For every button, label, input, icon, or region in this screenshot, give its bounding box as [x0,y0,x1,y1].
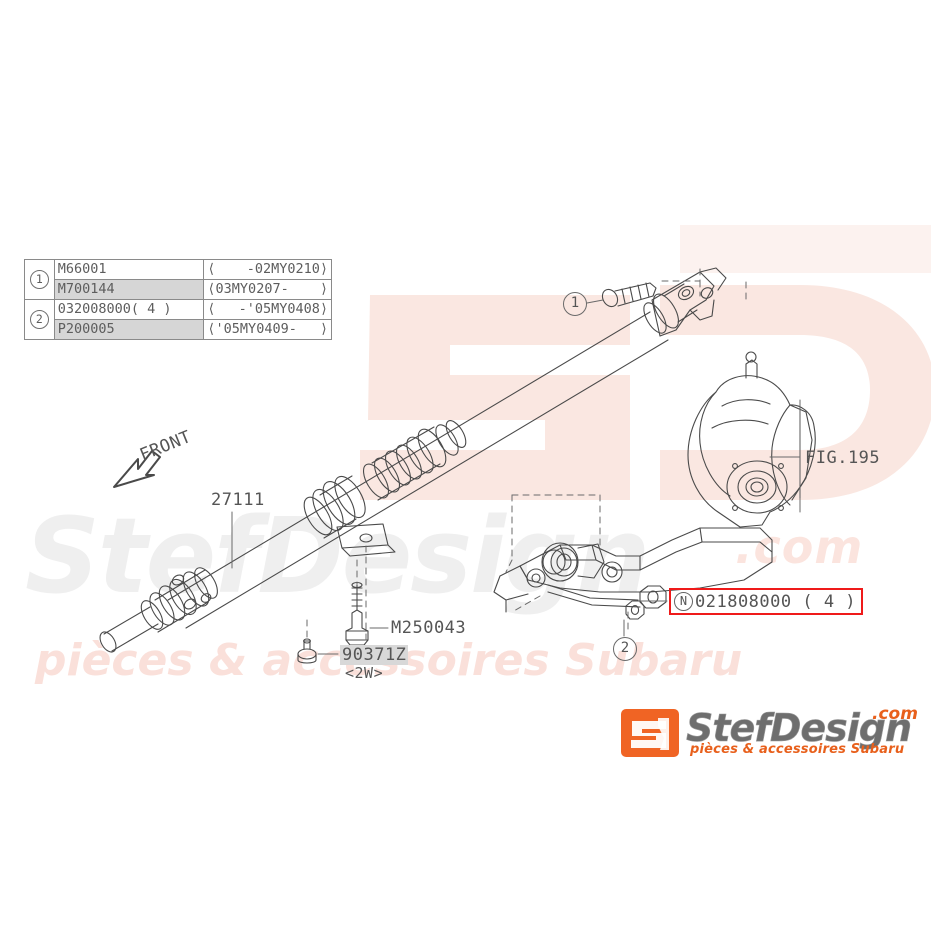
range-text: ⟩ [319,321,328,337]
label-bolt-m250043: M250043 [391,618,467,638]
label-part-90371z: 90371Z [340,645,409,665]
part-number-cell: 032008000( 4 ) [53,299,205,320]
logo-dotcom: .com [872,704,918,724]
part-number-cell: M66001 [53,259,205,280]
range-open: ⟨'05MY0409- [207,321,297,337]
rear-differential-housing [687,351,816,528]
table-row: 2 032008000( 4 ) ⟨ -'05MY0408⟩ [24,299,332,340]
range-open: ⟨03MY0207- [207,281,289,297]
assembly-dashed-lines [306,267,747,641]
n-circle-icon: N [674,592,693,611]
propeller-shaft-tube [99,311,669,653]
highlighted-part-callout: N 021808000 ( 4 ) [669,588,864,615]
part-range-cell: ⟨03MY0207- ⟩ [203,279,332,300]
label-propeller-shaft: 27111 [211,490,265,510]
index-circle-2: 2 [29,310,49,329]
leader-lines [231,299,801,655]
highlighted-part-number: 021808000 ( 4 ) [695,591,857,612]
center-support-bearing [303,420,467,557]
differential-crossmember [519,527,773,608]
logo-wordmark: StefDesign [686,706,913,751]
label-part-90371z-note: <2W> [345,664,384,682]
table-index-cell: 2 [24,299,55,340]
bolt-item-1 [601,282,657,308]
rear-universal-joint [643,267,727,337]
stefdesign-logo: StefDesign .com pièces & accessoires Sub… [620,704,918,762]
table-index-cell: 1 [24,259,55,300]
callout-marker-1: 1 [563,292,587,316]
range-open: ⟨ [207,301,216,317]
crossmember-left-arm [493,565,529,613]
front-direction-arrow [113,450,161,488]
table-row: P200005 ⟨'05MY0409- ⟩ [25,319,332,340]
parts-reference-table: 1 M66001 ⟨ -02MY0210⟩ M700144 ⟨03MY0207-… [24,259,332,340]
part-range-cell: ⟨ -02MY0210⟩ [203,259,332,280]
range-open: ⟨ [207,261,216,277]
front-universal-joint [140,567,218,633]
table-row: M700144 ⟨03MY0207- ⟩ [25,279,332,300]
label-figure-ref: FIG.195 [805,448,881,468]
logo-tagline: pièces & accessoires Subaru [690,742,905,757]
range-text: -02MY0210⟩ [246,261,328,277]
range-text: ⟩ [319,281,328,297]
nut-washer-item-2 [625,585,667,620]
table-row: 1 M66001 ⟨ -02MY0210⟩ [24,259,332,300]
part-range-cell: ⟨'05MY0409- ⟩ [203,319,332,340]
part-range-cell: ⟨ -'05MY0408⟩ [203,299,332,320]
callout-marker-2: 2 [613,637,637,661]
washer-90371z [297,638,317,664]
part-number-cell: P200005 [53,319,205,340]
range-text: -'05MY0408⟩ [238,301,328,317]
logo-badge-icon [621,709,679,757]
bolt-m250043 [345,581,369,646]
index-circle-1: 1 [29,270,49,289]
part-number-cell: M700144 [53,279,205,300]
